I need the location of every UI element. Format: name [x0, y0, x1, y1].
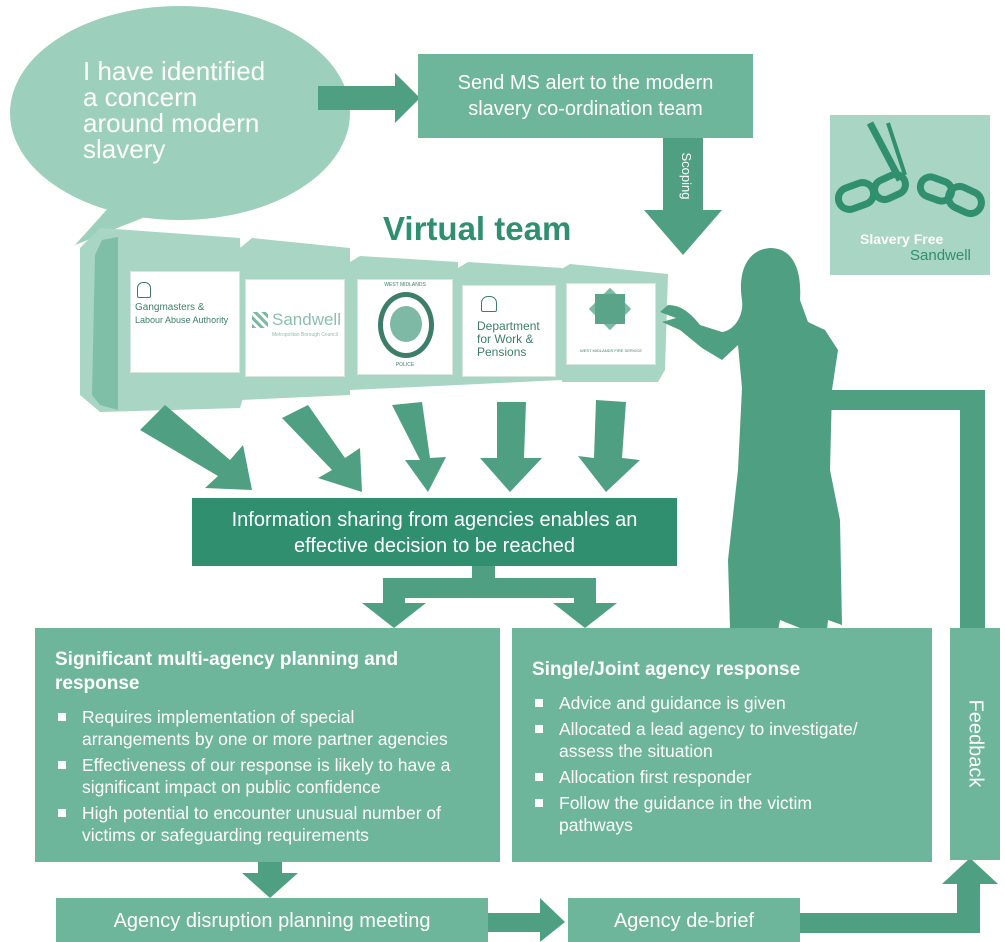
bullet-square-icon — [58, 713, 66, 721]
single-joint-title: Single/Joint agency response — [532, 659, 801, 680]
dwp-line-1: Department — [477, 319, 540, 333]
thought-line-4: slavery — [83, 134, 166, 164]
feedback-label: Feedback — [964, 699, 987, 788]
thought-line-3: around modern — [83, 108, 260, 138]
person-silhouette — [660, 248, 842, 800]
multi-title-line-2: response — [55, 673, 140, 694]
police-text-bottom: POLICE — [395, 362, 415, 368]
alert-line-1: Send MS alert to the modern — [457, 72, 714, 94]
single-bullet-1: Advice and guidance is given — [532, 692, 932, 714]
single-joint-box: Single/Joint agency response Advice and … — [512, 628, 932, 862]
arrow-to-alert — [318, 73, 420, 123]
logo-line-2: Sandwell — [910, 247, 971, 264]
thought-line-1: I have identified — [83, 56, 266, 86]
single-b2-line2: assess the situation — [559, 741, 713, 761]
agency-panel-police: WEST MIDLANDS POLICE — [358, 280, 452, 374]
crest-icon — [137, 282, 151, 298]
agency-name-gla: Gangmasters & Labour Abuse Authority — [135, 302, 239, 326]
agency-panel-gla: Gangmasters & Labour Abuse Authority — [131, 272, 239, 372]
multi-b1-line1: Requires implementation of special — [82, 707, 355, 727]
bullet-square-icon — [535, 799, 543, 807]
arrow-to-debrief — [488, 898, 565, 942]
multi-agency-title: Significant multi-agency planning and re… — [55, 648, 500, 696]
single-bullet-3: Allocation first responder — [532, 766, 932, 788]
dwp-crest-icon — [481, 296, 497, 312]
gla-line-1: Gangmasters & — [135, 302, 205, 313]
bullet-square-icon — [535, 725, 543, 733]
bullet-square-icon — [535, 699, 543, 707]
agency-panel-fire: WEST MIDLANDS FIRE SERVICE — [567, 284, 655, 364]
arrow-to-feedback — [800, 858, 998, 933]
multi-b2-line1: Effectiveness of our response is likely … — [82, 755, 451, 775]
single-b1-line1: Advice and guidance is given — [559, 693, 786, 713]
info-sharing-box: Information sharing from agencies enable… — [192, 498, 677, 566]
fire-text: WEST MIDLANDS FIRE SERVICE — [579, 348, 643, 353]
single-joint-bullets: Advice and guidance is given Allocated a… — [532, 692, 932, 836]
multi-bullet-2: Effectiveness of our response is likely … — [55, 754, 500, 798]
disruption-planning-box: Agency disruption planning meeting — [56, 898, 488, 942]
bullet-square-icon — [58, 809, 66, 817]
multi-bullet-3: High potential to encounter unusual numb… — [55, 802, 500, 846]
multi-b3-line1: High potential to encounter unusual numb… — [82, 803, 441, 823]
info-line-1: Information sharing from agencies enable… — [231, 509, 638, 531]
police-text-top: WEST MIDLANDS — [384, 282, 426, 288]
bullet-square-icon — [535, 773, 543, 781]
dwp-line-3: Pensions — [477, 345, 527, 359]
police-badge-center-icon — [390, 306, 422, 342]
single-b4-line2: pathways — [559, 815, 633, 835]
agency-name-dwp: Department for Work & Pensions — [477, 320, 555, 359]
arrow-to-disruption — [242, 860, 298, 898]
info-line-2: effective decision to be reached — [294, 535, 575, 557]
alert-line-2: slavery co-ordination team — [468, 98, 703, 120]
thought-bubble-text: I have identified a concern around moder… — [83, 58, 303, 162]
sandwell-name: Sandwell — [272, 310, 341, 329]
multi-agency-box: Significant multi-agency planning and re… — [35, 628, 500, 862]
thought-line-2: a concern — [83, 82, 198, 112]
multi-b3-line2: victims or safeguarding requirements — [82, 825, 369, 845]
feedback-box: Feedback — [950, 628, 1000, 860]
fire-star-inner-icon — [595, 294, 625, 324]
debrief-box: Agency de-brief — [568, 898, 800, 942]
sandwell-subtitle: Metropolitan Borough Council — [272, 332, 338, 338]
agency-panel-sandwell: Sandwell Metropolitan Borough Council — [246, 280, 344, 376]
sandwell-mark-icon — [252, 312, 268, 328]
single-b3-line1: Allocation first responder — [559, 767, 752, 787]
logo-line-1: Slavery Free — [860, 231, 944, 247]
multi-title-line-1: Significant multi-agency planning and — [55, 649, 399, 670]
multi-b2-line2: significant impact on public confidence — [82, 777, 381, 797]
scoping-arrow — [644, 138, 722, 255]
single-b2-line1: Allocated a lead agency to investigate/ — [559, 719, 858, 739]
virtual-team-title: Virtual team — [383, 210, 572, 247]
agency-panel-dwp: Department for Work & Pensions — [463, 286, 555, 376]
single-bullet-2: Allocated a lead agency to investigate/a… — [532, 718, 932, 762]
split-arrow — [362, 565, 617, 628]
single-b4-line1: Follow the guidance in the victim — [559, 793, 812, 813]
gla-line-2: Labour Abuse Authority — [135, 315, 229, 325]
broken-chain-icon — [834, 121, 985, 218]
alert-box: Send MS alert to the modern slavery co-o… — [418, 54, 753, 138]
scoping-label: Scoping — [679, 152, 694, 200]
slavery-free-logo: Slavery Free Sandwell — [830, 115, 990, 275]
multi-b1-line2: arrangements by one or more partner agen… — [82, 729, 448, 749]
feedback-return-arrow — [792, 368, 985, 628]
bullet-square-icon — [58, 761, 66, 769]
police-badge-icon — [378, 292, 434, 358]
dwp-line-2: for Work & — [477, 332, 534, 346]
agency-arrows — [140, 400, 640, 492]
